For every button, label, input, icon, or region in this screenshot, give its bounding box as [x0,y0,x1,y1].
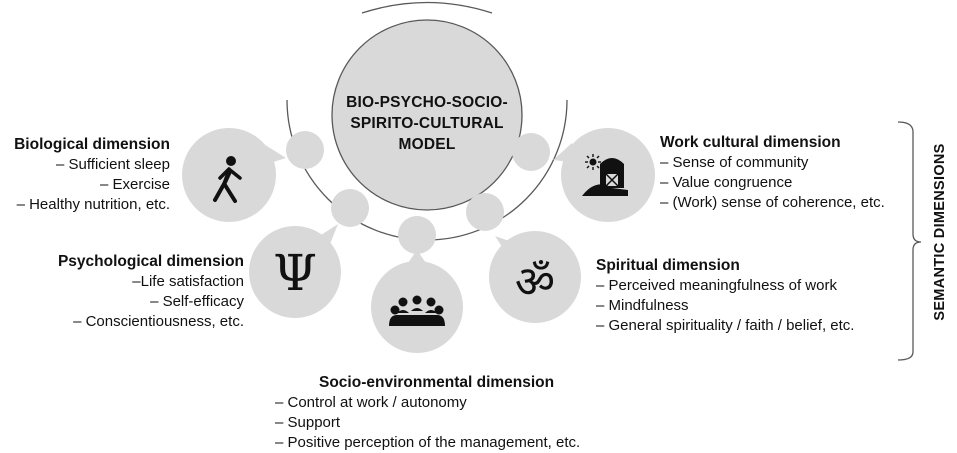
work-cultural-title: Work cultural dimension [660,134,841,151]
center-circle [331,19,523,211]
socio-title: Socio-environmental dimension [319,374,555,391]
psychological-item: –Life satisfaction [132,273,244,290]
model-title-line-3: MODEL [398,136,456,153]
work-cultural-dimension-text: Work cultural dimension – Sense of commu… [660,133,885,213]
connector-dot-work [512,133,550,171]
semantic-bracket [897,121,922,361]
psi-icon: Ψ [273,244,317,302]
spiritual-item: – General spirituality / faith / belief,… [596,317,855,334]
socio-item: – Positive perception of the management,… [275,434,581,451]
connector-dot-psychological [331,189,369,227]
group-meeting-icon [389,295,445,326]
work-cultural-item: – Value congruence [660,174,793,191]
psychological-item: – Conscientiousness, etc. [73,313,244,330]
spiritual-bubble: ॐ [489,231,581,323]
psychological-bubble: Ψ [249,224,341,318]
barn-sun-icon [582,154,628,196]
top-arc [361,1,493,14]
biological-dimension-text: Biological dimension – Sufficient sleep … [14,135,170,215]
psychological-item: – Self-efficacy [150,293,244,310]
work-cultural-bubble [553,128,655,222]
connector-dot-biological [286,131,324,169]
biological-title: Biological dimension [14,136,170,153]
walking-person-icon [213,156,242,203]
socio-item: – Support [275,414,341,431]
spiritual-dimension-text: Spiritual dimension – Perceived meaningf… [596,256,854,336]
socio-environmental-dimension-text: Socio-environmental dimension – Control … [275,373,580,453]
spiritual-item: – Perceived meaningfulness of work [596,277,837,294]
work-cultural-item: – Sense of community [660,154,809,171]
spiritual-item: – Mindfulness [596,297,689,314]
biological-item: – Healthy nutrition, etc. [16,196,170,213]
connector-dot-socio [398,216,436,254]
semantic-dimensions-label: SEMANTIC DIMENSIONS [932,143,948,321]
socio-item: – Control at work / autonomy [275,394,467,411]
socio-bubble [371,250,463,353]
model-title-line-2: SPIRITO-CULTURAL [350,115,504,132]
om-icon: ॐ [515,257,555,308]
work-cultural-item: – (Work) sense of coherence, etc. [660,194,885,211]
model-title-line-1: BIO-PSYCHO-SOCIO- [346,94,508,111]
model-title: BIO-PSYCHO-SOCIO- SPIRITO-CULTURAL MODEL [322,92,532,155]
biological-item: – Exercise [99,176,170,193]
spiritual-title: Spiritual dimension [596,257,740,274]
biological-item: – Sufficient sleep [56,156,170,173]
connector-dot-spiritual [466,193,504,231]
psychological-title: Psychological dimension [57,253,244,270]
psychological-dimension-text: Psychological dimension –Life satisfacti… [58,252,244,332]
biological-bubble [182,128,286,222]
